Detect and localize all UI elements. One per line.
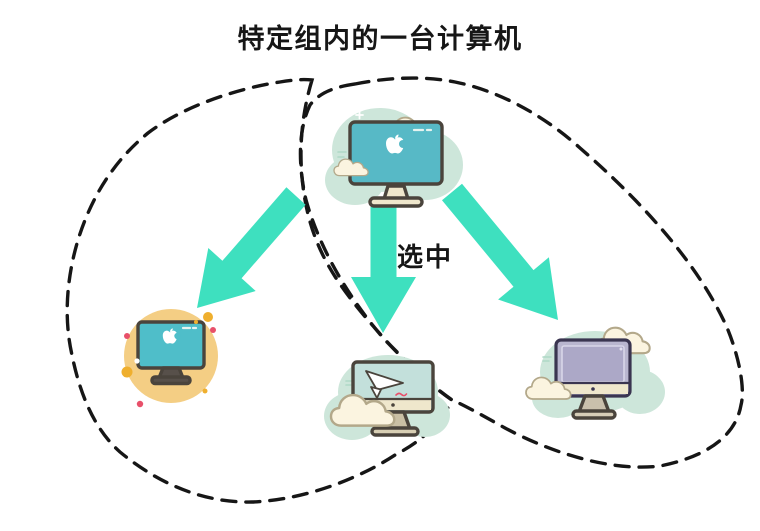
dashed-group-ellipse-right (298, 76, 745, 469)
monitor (554, 338, 632, 420)
paper-plane-icon (365, 370, 408, 399)
computer-paper-plane-icon (324, 355, 450, 440)
apple-computer-with-clouds-icon (325, 108, 463, 208)
diagram-title: 特定组内的一台计算机 (237, 24, 523, 54)
dashed-group-ellipse-left (65, 77, 455, 504)
arrow-to-right-computer (442, 183, 558, 320)
arrow-to-center-computer (351, 207, 416, 333)
selected-label: 选中 (397, 242, 454, 272)
monitor (136, 320, 206, 386)
arrow-to-left-computer (197, 187, 306, 308)
apple-computer-yellow-circle-icon (121, 309, 218, 408)
decor-dots (121, 312, 216, 408)
monitor (348, 120, 444, 208)
imac-computer-with-clouds-icon (525, 326, 665, 420)
